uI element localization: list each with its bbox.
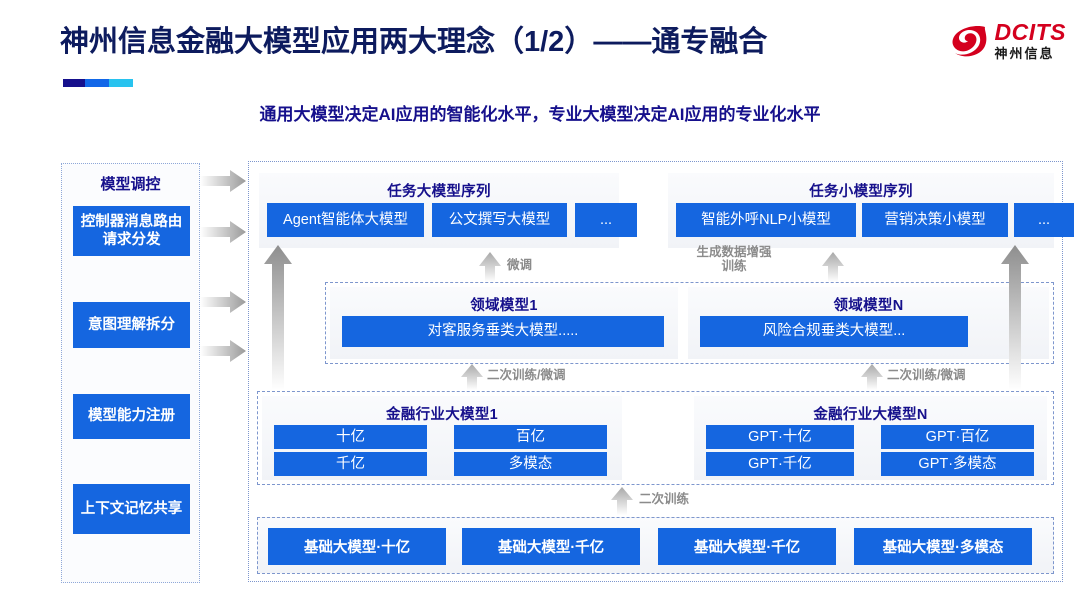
chip-industry1-100b[interactable]: 千亿 [274,452,427,476]
industry-model-n-card: 金融行业大模型N GPT·十亿 GPT·百亿 GPT·千亿 GPT·多模态 [694,396,1047,480]
flow-arrow-up-left-tall [264,245,292,390]
chip-customer-service-vertical-model[interactable]: 对客服务垂类大模型..... [342,316,664,347]
chip-risk-compliance-vertical-model[interactable]: 风险合规垂类大模型... [700,316,968,347]
flow-arrow-up-retrain-right [861,364,883,390]
sidebar-item-intent-understanding[interactable]: 意图理解拆分 [73,302,190,348]
dcits-swirl-icon [949,20,989,60]
domain-model-n-card: 领域模型N 风险合规垂类大模型... [688,287,1049,359]
task-small-model-sequence-card: 任务小模型序列 智能外呼NLP小模型 营销决策小模型 ... [668,173,1074,248]
domain-model-1-card: 领域模型1 对客服务垂类大模型..... [330,287,678,359]
flow-arrow-right-2 [200,221,246,243]
label-finetune: 微调 [507,258,533,272]
underline-segment-blue [85,79,109,87]
chip-agent-big-model[interactable]: Agent智能体大模型 [267,203,424,237]
dcits-logo: DCITS 神州信息 [949,20,1067,60]
chip-task-big-more[interactable]: ... [575,203,637,237]
chip-industryn-gpt-1b[interactable]: GPT·十亿 [706,425,854,449]
logo-text-en: DCITS [994,18,1066,45]
chip-industry1-10b[interactable]: 百亿 [454,425,607,449]
label-retrain-right: 二次训练/微调 [887,368,966,382]
chip-industry1-1b[interactable]: 十亿 [274,425,427,449]
sidebar-item-context-memory[interactable]: 上下文记忆共享 [73,484,190,534]
chip-industryn-gpt-10b[interactable]: GPT·百亿 [881,425,1034,449]
flow-arrow-up-right-tall [1001,245,1029,390]
chip-document-writing-model[interactable]: 公文撰写大模型 [432,203,567,237]
label-data-augmentation: 生成数据增强 训练 [696,245,772,274]
task-big-model-title: 任务大模型序列 [387,184,491,200]
industry-model-1-title: 金融行业大模型1 [386,407,498,423]
underline-segment-cyan [109,79,133,87]
sidebar-item-capability-registration[interactable]: 模型能力注册 [73,394,190,439]
domain-model-group: 领域模型1 对客服务垂类大模型..... 领域模型N 风险合规垂类大模型... [325,282,1054,364]
industry-model-1-card: 金融行业大模型1 十亿 百亿 千亿 多模态 [262,396,622,480]
label-retrain-base: 二次训练 [639,492,690,506]
base-model-group: 基础大模型·十亿 基础大模型·千亿 基础大模型·千亿 基础大模型·多模态 [257,517,1054,574]
page-title: 神州信息金融大模型应用两大理念（1/2）——通专融合 [60,26,768,58]
chip-task-small-more[interactable]: ... [1014,203,1074,237]
chip-base-multimodal[interactable]: 基础大模型·多模态 [854,528,1032,565]
domain-model-1-title: 领域模型1 [470,298,538,314]
flow-arrow-up-data-augmentation [822,252,844,282]
flow-arrow-up-retrain-left [461,364,483,390]
flow-arrow-right-3 [200,291,246,313]
sidebar-title: 模型调控 [100,176,161,193]
logo-text-cn: 神州信息 [994,45,1055,61]
flow-arrow-right-1 [200,170,246,192]
domain-model-n-title: 领域模型N [833,298,904,314]
model-control-sidebar: 模型调控 控制器消息路由请求分发 意图理解拆分 模型能力注册 上下文记忆共享 [61,163,200,583]
sidebar-item-controller-routing[interactable]: 控制器消息路由请求分发 [73,206,190,256]
label-retrain-left: 二次训练/微调 [487,368,566,382]
chip-industryn-gpt-multimodal[interactable]: GPT·多模态 [881,452,1034,476]
chip-outbound-nlp-small-model[interactable]: 智能外呼NLP小模型 [676,203,856,237]
title-underline-bar [63,79,133,87]
underline-segment-navy [63,79,85,87]
flow-arrow-right-4 [200,340,246,362]
chip-base-100b-b[interactable]: 基础大模型·千亿 [658,528,836,565]
architecture-diagram-panel: 任务大模型序列 Agent智能体大模型 公文撰写大模型 ... 任务小模型序列 … [248,161,1074,582]
chip-marketing-decision-small-model[interactable]: 营销决策小模型 [862,203,1008,237]
flow-arrow-up-retrain-base [611,487,633,515]
chip-base-1b[interactable]: 基础大模型·十亿 [268,528,446,565]
task-small-model-title: 任务小模型序列 [809,184,913,200]
flow-arrow-up-finetune [479,252,501,282]
industry-model-group: 金融行业大模型1 十亿 百亿 千亿 多模态 金融行业大模型N GPT·十亿 GP… [257,391,1054,485]
chip-base-100b-a[interactable]: 基础大模型·千亿 [462,528,640,565]
page-subtitle: 通用大模型决定AI应用的智能化水平，专业大模型决定AI应用的专业化水平 [259,105,821,124]
industry-model-n-title: 金融行业大模型N [813,407,928,423]
chip-industry1-multimodal[interactable]: 多模态 [454,452,607,476]
chip-industryn-gpt-100b[interactable]: GPT·千亿 [706,452,854,476]
task-big-model-sequence-card: 任务大模型序列 Agent智能体大模型 公文撰写大模型 ... [259,173,637,248]
